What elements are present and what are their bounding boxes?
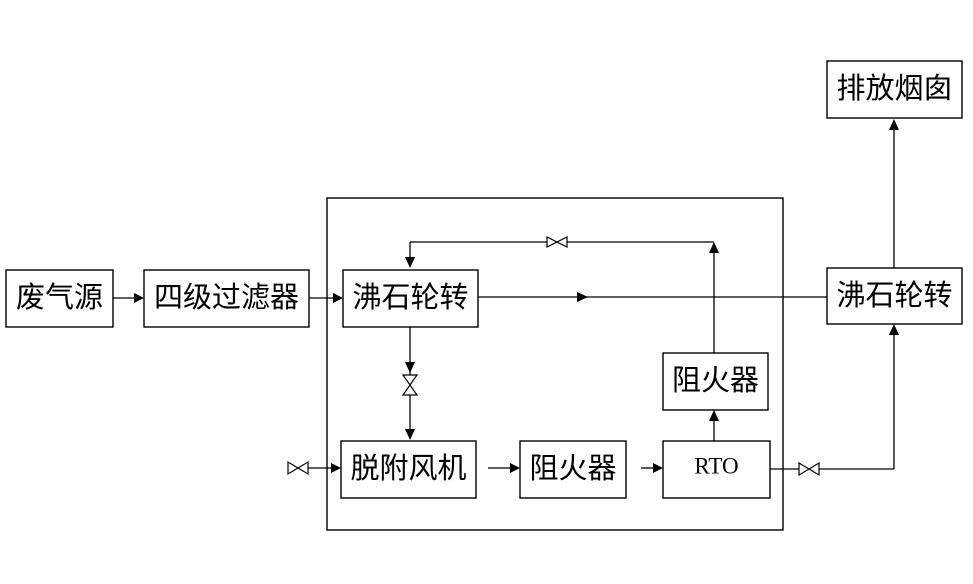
node-zeolite-rotor-outer: 沸石轮转: [826, 267, 963, 325]
valve-icon: [401, 374, 419, 387]
valve-icon: [401, 383, 419, 396]
valve-icon: [798, 461, 811, 477]
node-desorption-fan: 脱附风机: [340, 440, 477, 499]
node-label: RTO: [694, 453, 738, 478]
arrow-head: [405, 429, 415, 440]
valve-icon: [287, 460, 300, 476]
node-label: 四级过滤器: [154, 280, 299, 314]
arrow-head: [709, 410, 719, 421]
arrow-head: [653, 463, 663, 473]
arrow-head: [405, 257, 415, 268]
arrow-head: [889, 119, 899, 130]
arrow-head: [709, 242, 719, 253]
system-frame: [326, 197, 784, 531]
node-label: 沸石轮转: [836, 278, 952, 312]
node-exhaust-stack: 排放烟囱: [826, 60, 963, 119]
node-waste-gas-source: 废气源: [5, 269, 114, 328]
node-label: 阻火器: [529, 451, 616, 485]
arrow-head: [510, 463, 520, 473]
arrow-head: [577, 292, 588, 302]
node-label: 排放烟囱: [836, 71, 952, 105]
arrow-head: [333, 293, 343, 303]
node-label: 脱附风机: [350, 451, 466, 485]
arrow-head: [889, 324, 899, 335]
valve-icon: [807, 461, 820, 477]
node-rto: RTO: [662, 440, 771, 499]
valve-icon: [546, 236, 559, 248]
node-flame-arrester-bottom: 阻火器: [519, 440, 627, 499]
node-label: 沸石轮转: [352, 280, 468, 314]
node-four-stage-filter: 四级过滤器: [143, 269, 310, 328]
node-label: 废气源: [16, 280, 103, 314]
node-label: 阻火器: [672, 363, 759, 397]
arrow-head: [331, 463, 341, 473]
arrow-head: [134, 293, 144, 303]
valve-icon: [555, 236, 568, 248]
node-zeolite-rotor-inner: 沸石轮转: [342, 269, 479, 328]
node-flame-arrester-right: 阻火器: [662, 352, 769, 411]
valve-icon: [296, 460, 309, 476]
arrow-head: [405, 362, 415, 373]
